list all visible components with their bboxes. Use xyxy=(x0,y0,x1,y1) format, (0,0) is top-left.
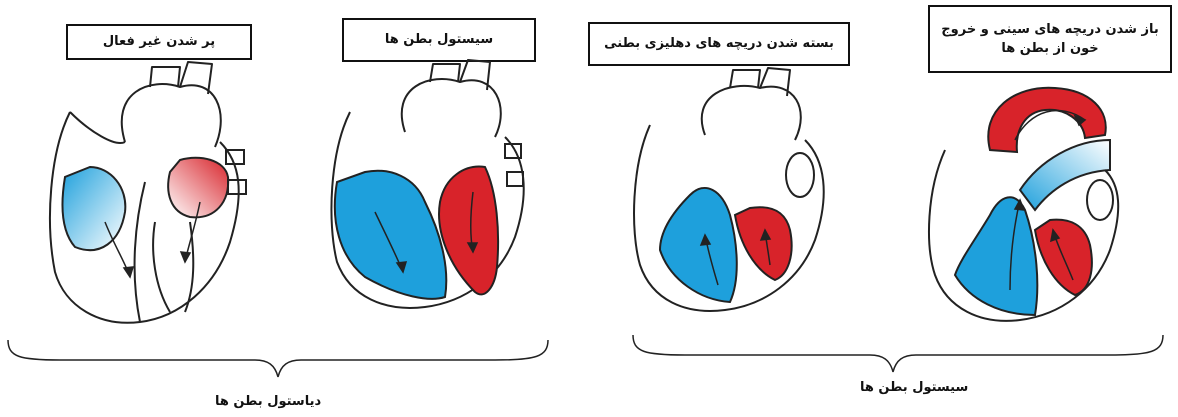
stage-label-4-text: باز شدن دریچه های سینی و خروج خون از بطن… xyxy=(936,20,1164,59)
group-label-diastole: دیاستول بطن ها xyxy=(215,394,321,409)
stage-label-1-text: پر شدن غیر فعال xyxy=(103,32,215,52)
right-ventricle xyxy=(335,171,446,299)
stage-label-1: پر شدن غیر فعال xyxy=(66,24,252,60)
brace-diastole xyxy=(0,335,560,380)
stage-label-3: بسته شدن دریچه های دهلیزی بطنی xyxy=(588,22,850,66)
stage-label-2-text: سیستول بطن ها xyxy=(385,30,493,50)
left-ventricle xyxy=(735,207,792,280)
right-atrium xyxy=(62,167,125,250)
stage-label-2: سیستول بطن ها xyxy=(342,18,536,62)
heart-diagram-av-valve-closure xyxy=(630,80,845,335)
stage-label-3-text: بسته شدن دریچه های دهلیزی بطنی xyxy=(604,34,834,54)
right-ventricle xyxy=(955,197,1037,315)
heart-diagram-ventricular-systole xyxy=(325,72,545,332)
left-ventricle xyxy=(439,167,498,295)
heart-diagram-semilunar-ejection xyxy=(925,80,1150,340)
right-ventricle xyxy=(660,188,737,302)
heart-diagram-passive-filling xyxy=(30,72,260,342)
group-label-systole: سیستول بطن ها xyxy=(860,380,968,395)
brace-systole xyxy=(625,330,1170,375)
stage-label-4: باز شدن دریچه های سینی و خروج خون از بطن… xyxy=(928,5,1172,73)
pulmonary-trunk xyxy=(1020,140,1110,210)
